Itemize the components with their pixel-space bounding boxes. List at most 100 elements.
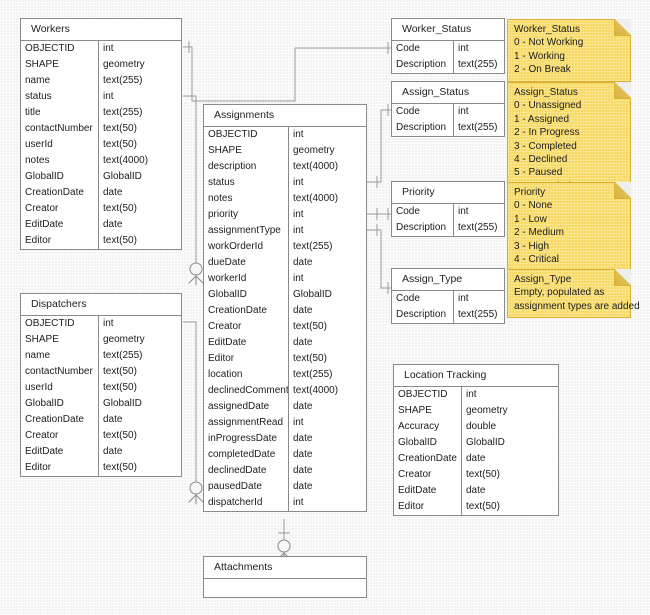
field-name: CreationDate [21, 412, 99, 428]
field-name: GlobalID [21, 396, 99, 412]
sticky-note-assign-status[interactable]: Assign_Status 0 - Unassigned 1 - Assigne… [507, 82, 631, 199]
table-row[interactable] [204, 579, 366, 597]
table-row[interactable]: Creator text(50) [204, 319, 366, 335]
field-type: geometry [103, 334, 145, 345]
field-name: CreationDate [204, 303, 289, 319]
field-type: text(50) [103, 382, 137, 393]
table-title: Dispatchers [21, 294, 181, 316]
field-type: int [293, 129, 304, 140]
sticky-note-assign-type[interactable]: Assign_Type Empty, populated as assignme… [507, 269, 640, 319]
field-type: text(50) [103, 123, 137, 134]
note-title: Assign_Status [514, 87, 578, 98]
field-name: name [21, 348, 99, 364]
field-type: date [293, 401, 313, 412]
field-type: text(50) [293, 321, 327, 332]
field-name: CreationDate [394, 451, 462, 467]
field-type: text(255) [293, 369, 333, 380]
entity-table-attachments[interactable]: Attachments [203, 556, 367, 598]
note-line: 3 - Completed [514, 140, 577, 152]
field-type: int [293, 209, 304, 220]
table-title: Assignments [204, 105, 366, 127]
field-name: workerId [204, 271, 289, 287]
field-type: date [293, 257, 313, 268]
field-name: Code [392, 291, 454, 307]
field-name: Creator [204, 319, 289, 335]
sticky-note-priority[interactable]: Priority 0 - None 1 - Low 2 - Medium 3 -… [507, 182, 631, 272]
sticky-note-worker-status[interactable]: Worker_Status 0 - Not Working 1 - Workin… [507, 19, 631, 82]
